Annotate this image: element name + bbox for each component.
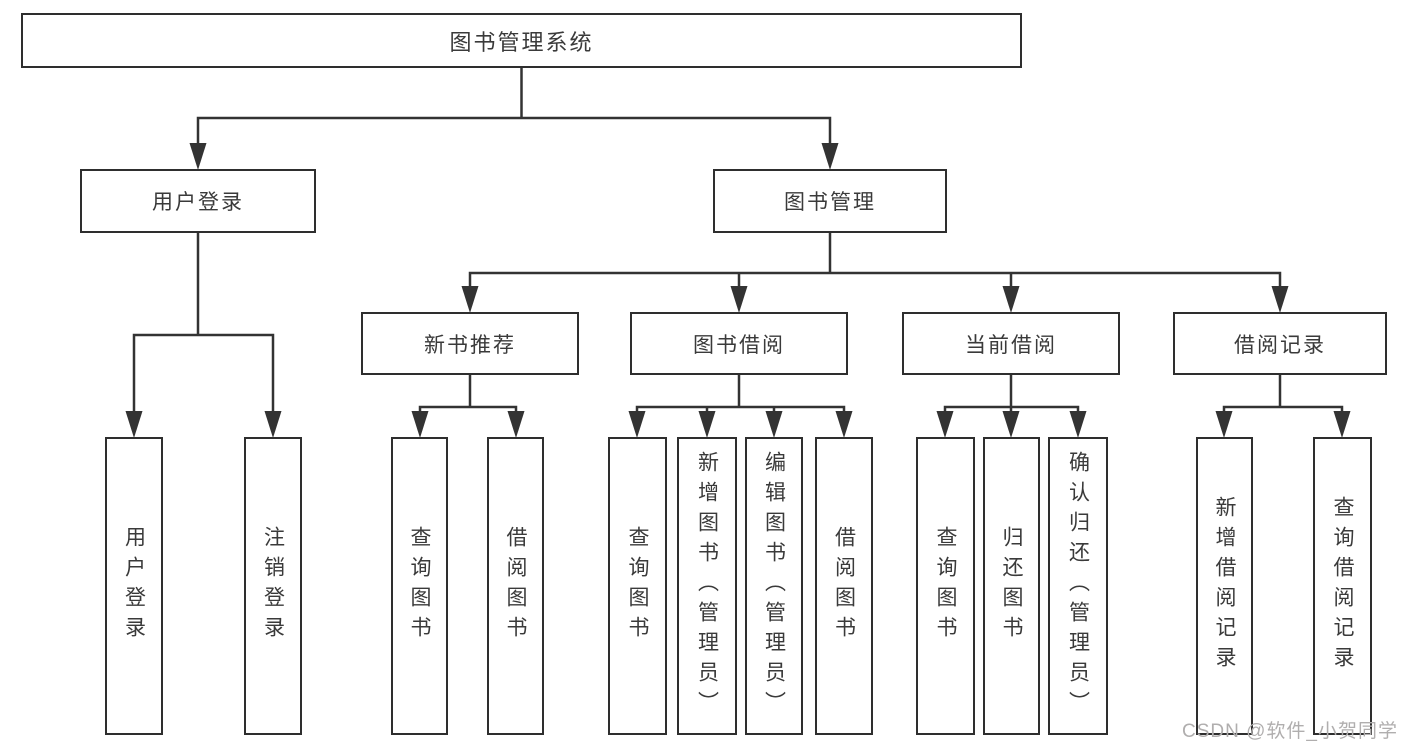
leaf-add-borrow-record-label: 新增借阅记录 [1213, 496, 1236, 676]
leaf-edit-books-admin: 编辑图书（管理员） [745, 437, 803, 735]
connector-book-borrow [635, 373, 846, 415]
node-current-borrow-label: 当前借阅 [965, 333, 1057, 357]
leaf-user-login-label: 用户登录 [122, 526, 146, 646]
leaf-query-books-recommend-label: 查询图书 [408, 526, 431, 646]
leaf-query-borrow-record: 查询借阅记录 [1313, 437, 1372, 735]
leaf-query-borrow-record-label: 查询借阅记录 [1331, 496, 1354, 676]
connector-user-login [132, 231, 275, 414]
node-book-management-label: 图书管理 [784, 191, 876, 214]
leaf-borrow-books-recommend: 借阅图书 [487, 437, 544, 735]
csdn-watermark: CSDN @软件_小贺同学 [1182, 721, 1398, 742]
leaf-query-books-borrow-label: 查询图书 [626, 526, 649, 646]
node-root-label: 图书管理系统 [449, 29, 594, 55]
connector-book-management [468, 231, 1282, 290]
connector-root [196, 66, 832, 146]
node-book-borrow: 图书借阅 [630, 312, 848, 375]
leaf-return-books: 归还图书 [983, 437, 1040, 735]
node-user-login: 用户登录 [80, 169, 316, 233]
leaf-query-books-recommend: 查询图书 [391, 437, 448, 735]
node-book-management: 图书管理 [713, 169, 947, 233]
node-current-borrow: 当前借阅 [902, 312, 1120, 375]
leaf-add-borrow-record: 新增借阅记录 [1196, 437, 1253, 735]
connector-current-borrow [943, 373, 1080, 415]
node-root: 图书管理系统 [21, 13, 1022, 68]
leaf-query-books-current-label: 查询图书 [934, 526, 957, 646]
connector-new-book [418, 373, 518, 415]
leaf-edit-books-admin-label: 编辑图书（管理员） [762, 451, 786, 721]
node-borrow-records: 借阅记录 [1173, 312, 1387, 375]
leaf-add-books-admin: 新增图书（管理员） [677, 437, 737, 735]
leaf-query-books-borrow: 查询图书 [608, 437, 667, 735]
node-new-book-recommend: 新书推荐 [361, 312, 579, 375]
leaf-borrow-books: 借阅图书 [815, 437, 873, 735]
leaf-logout: 注销登录 [244, 437, 302, 735]
node-new-book-recommend-label: 新书推荐 [424, 333, 516, 357]
leaf-borrow-books-label: 借阅图书 [832, 526, 856, 646]
connector-borrow-records [1222, 373, 1344, 415]
node-user-login-label: 用户登录 [152, 191, 244, 214]
leaf-add-books-admin-label: 新增图书（管理员） [695, 451, 719, 721]
leaf-confirm-return-admin-label: 确认归还（管理员） [1066, 451, 1090, 721]
leaf-user-login: 用户登录 [105, 437, 163, 735]
leaf-borrow-books-recommend-label: 借阅图书 [504, 526, 527, 646]
arrowheads [125, 143, 1351, 438]
node-book-borrow-label: 图书借阅 [693, 333, 785, 357]
leaf-return-books-label: 归还图书 [1000, 526, 1023, 646]
leaf-query-books-current: 查询图书 [916, 437, 975, 735]
node-borrow-records-label: 借阅记录 [1234, 333, 1326, 357]
leaf-logout-label: 注销登录 [261, 526, 285, 646]
leaf-confirm-return-admin: 确认归还（管理员） [1048, 437, 1108, 735]
